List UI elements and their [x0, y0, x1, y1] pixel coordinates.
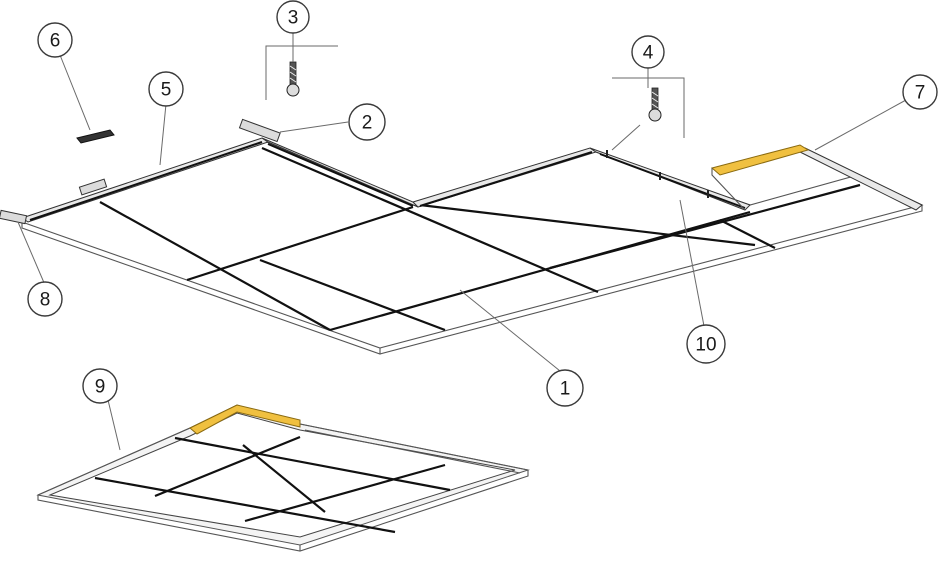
callout-8: 8 — [27, 281, 63, 317]
leader-8 — [17, 221, 46, 286]
bracket-3 — [265, 45, 338, 100]
lower-frame-rim — [37, 427, 191, 496]
callout-10: 10 — [686, 324, 726, 364]
grid-profile — [244, 463, 446, 523]
carrier-rail-far-edge — [599, 153, 746, 209]
carrier-rail-middle-edge — [267, 143, 414, 207]
clip-part-icon — [76, 129, 115, 144]
callout-5: 5 — [148, 71, 184, 107]
callout-7: 7 — [902, 74, 938, 110]
rail-connector — [78, 178, 108, 196]
leader-10 — [679, 199, 705, 327]
grid-profile — [242, 444, 326, 513]
callout-2: 2 — [348, 103, 386, 141]
main-ceiling-panel — [20, 139, 924, 349]
grid-profile — [186, 205, 414, 282]
accent-strip-top — [710, 144, 810, 176]
leader-lines — [17, 32, 907, 451]
leader-7 — [814, 99, 907, 151]
callout-1: 1 — [546, 369, 584, 407]
grid-profile — [419, 203, 756, 247]
lower-grid-profiles — [94, 435, 451, 534]
rail-connector — [238, 118, 281, 143]
screw-icon — [648, 87, 662, 122]
carrier-rail-right-edge — [419, 151, 593, 207]
leader-9 — [107, 399, 121, 451]
main-grid-profiles — [99, 146, 861, 332]
grid-profile — [329, 210, 751, 332]
grid-profile — [549, 183, 861, 270]
callout-label: 3 — [288, 8, 299, 29]
callout-6: 6 — [37, 22, 73, 58]
leader-4 — [611, 124, 641, 151]
accent-strip-lower — [189, 404, 301, 435]
callout-label: 5 — [161, 80, 172, 101]
lower-ceiling-panel — [48, 412, 516, 538]
carrier-rail-left-edge — [29, 141, 263, 221]
grid-profile — [94, 476, 396, 534]
leader-2 — [279, 121, 349, 133]
leader-5 — [159, 103, 167, 166]
callout-label: 10 — [695, 335, 716, 356]
grid-profile — [261, 146, 599, 294]
screw-icon — [286, 61, 300, 97]
leader-6 — [59, 54, 91, 131]
callout-label: 2 — [362, 113, 373, 134]
grid-profile — [259, 258, 446, 332]
grid-profile — [99, 201, 331, 331]
callout-label: 4 — [643, 43, 654, 64]
lower-frame-rim — [304, 429, 521, 474]
callout-label: 6 — [50, 31, 61, 52]
main-carrier-rails — [0, 118, 923, 225]
callout-3: 3 — [276, 0, 310, 34]
lower-frame-rim — [299, 423, 529, 471]
rail-connector — [0, 209, 28, 225]
leader-1 — [459, 289, 566, 376]
grid-profile — [174, 436, 451, 492]
bracket-4 — [612, 77, 685, 138]
grid-profile — [154, 435, 301, 498]
callout-label: 8 — [40, 290, 51, 311]
main-ceiling-assembly — [0, 118, 924, 355]
callout-label: 9 — [95, 377, 106, 398]
accent-strip-support — [711, 168, 746, 211]
lower-ceiling-assembly — [36, 404, 530, 552]
callout-9: 9 — [82, 368, 118, 404]
callout-label: 1 — [560, 379, 571, 400]
callout-4: 4 — [631, 35, 665, 69]
grid-profile — [719, 219, 776, 249]
callout-label: 7 — [915, 83, 926, 104]
